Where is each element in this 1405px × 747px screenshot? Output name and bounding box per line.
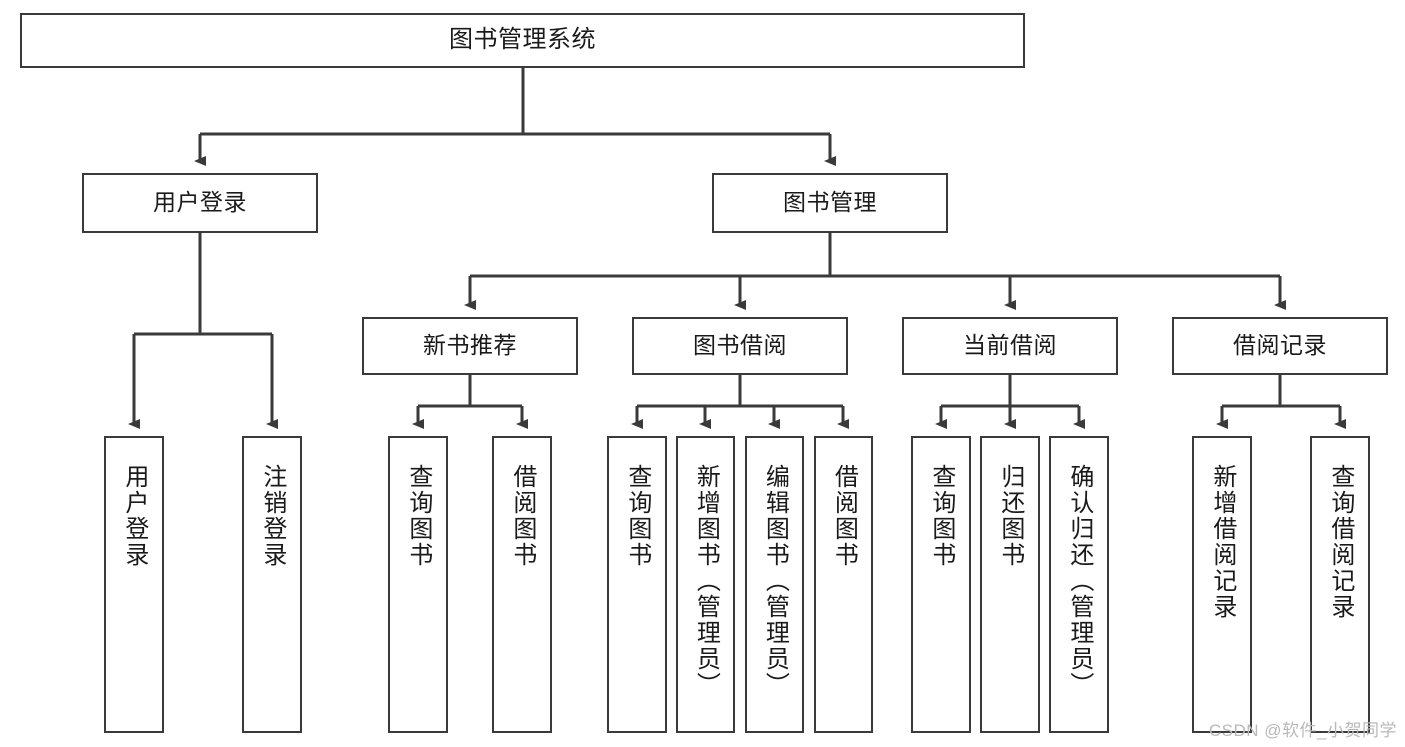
node-user-login[interactable]: 用户登录 (82, 173, 318, 233)
node-label: 查询图书 (623, 464, 651, 568)
node-current-borrow[interactable]: 当前借阅 (902, 317, 1118, 375)
node-leaf-add-borrow-record[interactable]: 新增借阅记录 (1192, 436, 1252, 733)
node-label: 借阅图书 (830, 464, 858, 568)
node-borrow-record[interactable]: 借阅记录 (1172, 317, 1388, 375)
node-label: 查询借阅记录 (1326, 464, 1354, 620)
node-leaf-query-book-borrow[interactable]: 查询图书 (607, 436, 667, 733)
node-label: 新书推荐 (423, 332, 517, 359)
node-leaf-borrow-book-recommend[interactable]: 借阅图书 (492, 436, 552, 733)
node-label: 图书管理系统 (449, 26, 596, 54)
node-leaf-user-logout[interactable]: 注销登录 (242, 436, 302, 733)
node-leaf-return-book[interactable]: 归还图书 (980, 436, 1040, 733)
node-label: 新增借阅记录 (1208, 464, 1236, 620)
node-label: 图书管理 (783, 189, 877, 216)
node-leaf-query-book-current[interactable]: 查询图书 (911, 436, 971, 733)
node-root-book-management-system[interactable]: 图书管理系统 (20, 13, 1025, 68)
node-label: 借阅记录 (1233, 332, 1327, 359)
node-leaf-query-borrow-record[interactable]: 查询借阅记录 (1310, 436, 1370, 733)
node-label: 注销登录 (258, 464, 286, 568)
node-label: 借阅图书 (508, 464, 536, 568)
node-label: 查询图书 (927, 464, 955, 568)
node-leaf-query-book-recommend[interactable]: 查询图书 (388, 436, 448, 733)
node-leaf-add-book-admin[interactable]: 新增图书（管理员） (676, 436, 735, 733)
watermark: CSDN @软件_小贺同学 (1208, 721, 1397, 740)
node-label: 归还图书 (996, 464, 1024, 568)
node-label: 确认归还（管理员） (1065, 464, 1093, 698)
node-label: 用户登录 (153, 189, 247, 216)
node-book-management[interactable]: 图书管理 (712, 173, 948, 233)
node-new-book-recommend[interactable]: 新书推荐 (362, 317, 578, 375)
node-label: 新增图书（管理员） (692, 464, 720, 698)
node-label: 编辑图书（管理员） (761, 464, 789, 698)
node-label: 用户登录 (120, 464, 148, 568)
node-leaf-edit-book-admin[interactable]: 编辑图书（管理员） (745, 436, 804, 733)
node-leaf-confirm-return-admin[interactable]: 确认归还（管理员） (1049, 436, 1109, 733)
node-label: 查询图书 (404, 464, 432, 568)
node-label: 图书借阅 (693, 332, 787, 359)
node-leaf-borrow-book[interactable]: 借阅图书 (814, 436, 873, 733)
node-leaf-user-login[interactable]: 用户登录 (104, 436, 164, 733)
node-book-borrow[interactable]: 图书借阅 (632, 317, 848, 375)
node-label: 当前借阅 (963, 332, 1057, 359)
